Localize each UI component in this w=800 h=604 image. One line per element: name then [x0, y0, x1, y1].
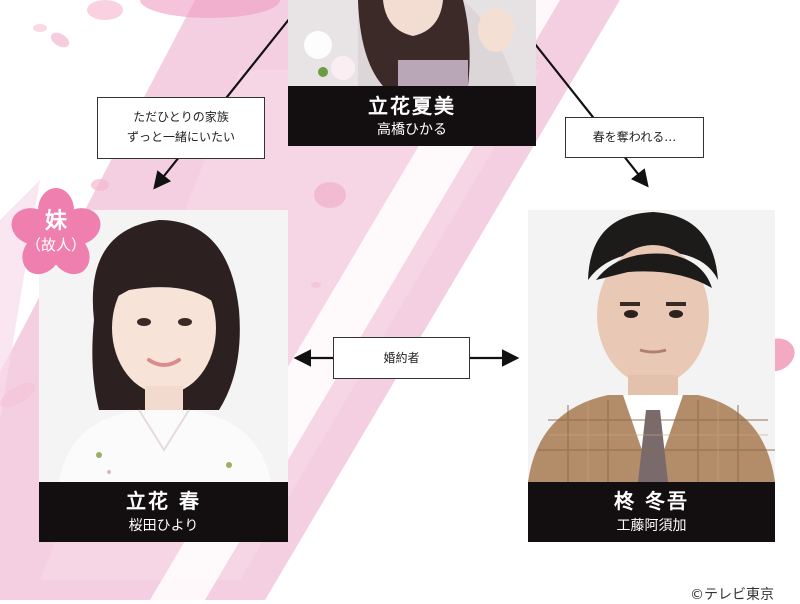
badge-sublabel: （故人）	[25, 236, 86, 254]
role-name: 立花 春	[126, 489, 201, 513]
portrait-togo	[528, 210, 775, 482]
arrow-natsumi-to-togo	[534, 43, 649, 188]
portrait-haru	[39, 210, 288, 482]
sakura-petal-icon	[0, 382, 36, 408]
relation-label-fiance: 婚約者	[333, 337, 470, 379]
sister-badge: 妹 （故人）	[10, 188, 102, 280]
top-blush	[140, 0, 280, 18]
flower-icon	[304, 31, 332, 59]
sakura-petal-icon	[314, 182, 346, 208]
nameplate-haru: 立花 春 桜田ひより	[39, 482, 288, 542]
sakura-petal-icon	[311, 282, 321, 288]
relation-label-spring: 春を奪われる…	[565, 117, 704, 158]
nameplate-togo: 柊 冬吾 工藤阿須加	[528, 482, 775, 542]
character-card-haru: 立花 春 桜田ひより	[39, 210, 288, 542]
sakura-petal-icon	[33, 24, 47, 32]
sakura-petal-icon	[87, 0, 123, 20]
actor-name: 桜田ひより	[128, 518, 199, 534]
role-name: 柊 冬吾	[614, 489, 689, 513]
relation-label-family: ただひとりの家族 ずっと一緒にいたい	[97, 97, 265, 159]
sakura-flower-icon	[11, 188, 101, 275]
portrait-natsumi	[288, 0, 536, 86]
character-card-togo: 柊 冬吾 工藤阿須加	[528, 210, 775, 542]
relation-text-line2: ずっと一緒にいたい	[126, 130, 235, 144]
role-name: 立花夏美	[368, 94, 456, 118]
badge-label: 妹	[44, 208, 67, 234]
relation-text-line1: ただひとりの家族	[133, 110, 229, 124]
character-card-natsumi: 立花夏美 高橋ひかる	[288, 0, 536, 146]
sakura-petal-icon	[50, 32, 70, 48]
sakura-petal-icon	[91, 179, 109, 191]
actor-name: 工藤阿須加	[616, 518, 687, 534]
nameplate-natsumi: 立花夏美 高橋ひかる	[288, 86, 536, 146]
actor-name: 高橋ひかる	[377, 122, 447, 138]
copyright-notice: ©テレビ東京	[690, 587, 774, 603]
